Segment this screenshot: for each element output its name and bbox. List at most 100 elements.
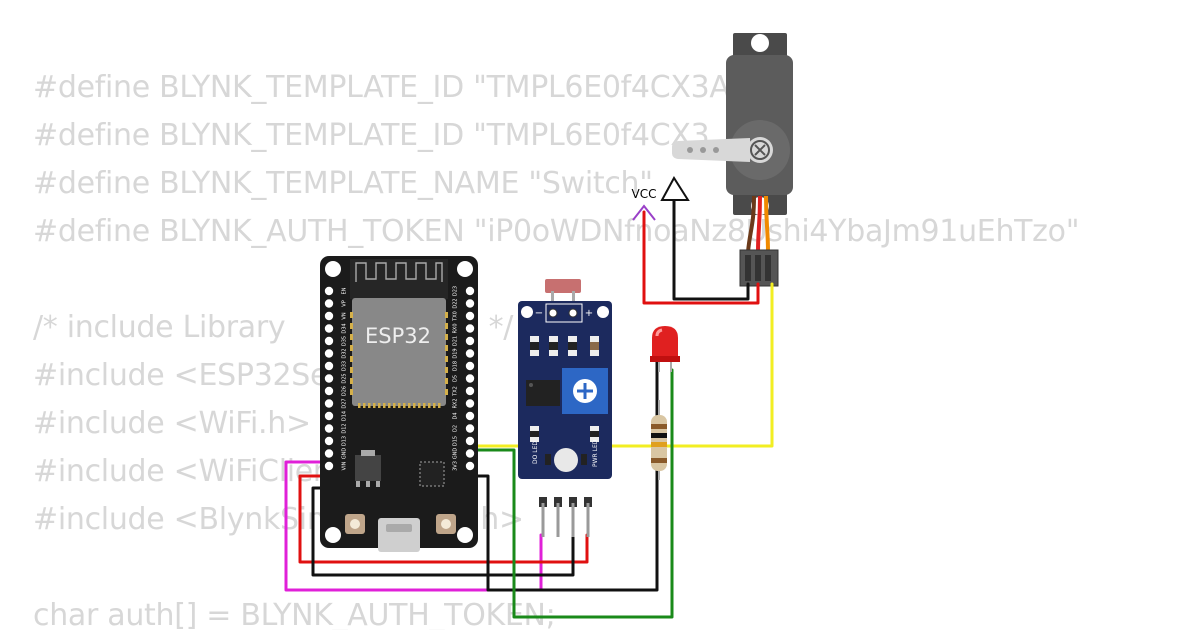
shield-pad <box>368 403 371 408</box>
esp32-pin-label: D35 <box>342 336 348 346</box>
esp32-pin-label: D27 <box>342 398 348 408</box>
esp32-chip-label: ESP32 <box>365 324 431 348</box>
shield-pad <box>433 403 436 408</box>
vcc-arrow-icon <box>632 204 656 221</box>
esp32-pin-3v3[interactable] <box>465 461 475 471</box>
shield-pad <box>350 345 353 351</box>
pwr-led-label: PWR LED <box>592 439 599 467</box>
esp32-pin-label: EN <box>342 287 348 294</box>
wire-green-led[interactable] <box>468 368 674 619</box>
shield-pad <box>350 323 353 329</box>
esp32-pin-d34[interactable] <box>324 324 334 333</box>
esp32-pin-vin[interactable] <box>324 461 334 471</box>
wire-red-servo-vcc[interactable] <box>642 210 760 305</box>
shield-pad <box>428 403 431 408</box>
resistor[interactable] <box>651 400 667 480</box>
shield-pad <box>363 403 366 408</box>
ldr-pin-vcc[interactable] <box>586 503 590 537</box>
servo-horn <box>672 138 750 162</box>
vcc-triangle-icon <box>660 176 690 201</box>
mount-hole <box>457 527 473 543</box>
esp32-pin-d23[interactable] <box>465 286 475 296</box>
wire-black-gnd[interactable] <box>311 486 575 577</box>
esp32-pin-d13[interactable] <box>324 436 334 446</box>
esp32-board[interactable]: ESP32 ENVPVND34D35D32D33D25D26D27D14D12D… <box>320 256 478 552</box>
esp32-pin-label: D2 <box>453 425 459 432</box>
esp32-pin-label: D19 <box>453 348 459 358</box>
esp32-pin-label: D33 <box>342 361 348 371</box>
wire-red-vcc[interactable] <box>298 474 589 564</box>
esp32-left-header: ENVPVND34D35D32D33D25D26D27D14D12D13GNDV… <box>324 286 348 471</box>
esp32-pin-d35[interactable] <box>324 336 334 346</box>
shield-pad <box>445 345 448 351</box>
ldr-pin-ao[interactable] <box>541 503 545 537</box>
esp32-pin-vn[interactable] <box>324 311 334 321</box>
esp32-pin-d25[interactable] <box>324 374 334 383</box>
shield-pad <box>445 323 448 329</box>
ldr-pin-do[interactable] <box>556 503 560 537</box>
mount-hole <box>325 527 341 543</box>
esp32-pin-d21[interactable] <box>465 336 475 346</box>
shield-pad <box>413 403 416 408</box>
esp32-pin-d15[interactable] <box>465 436 475 446</box>
ldr-pin-housing <box>539 497 547 507</box>
esp32-pin-label: D34 <box>342 323 348 333</box>
ldr-pin-housing <box>569 497 577 507</box>
esp32-pin-d2[interactable] <box>465 424 475 433</box>
shield-pad <box>445 389 448 395</box>
esp32-pin-label: D12 <box>342 423 348 433</box>
wire-black-servo-gnd[interactable] <box>672 198 750 301</box>
vcc-symbol: VCC <box>632 176 690 221</box>
pot-screw-icon <box>577 383 593 399</box>
red-led[interactable] <box>650 326 680 372</box>
ldr-pin-label: AO <box>540 483 547 492</box>
esp32-pin-vp[interactable] <box>324 299 334 308</box>
code-line: /* include Library */ <box>33 310 514 345</box>
esp32-pin-d22[interactable] <box>465 299 475 308</box>
servo-wire-red <box>756 195 762 253</box>
wire-magenta[interactable] <box>284 460 543 592</box>
esp32-pin-tx0[interactable] <box>465 311 475 321</box>
esp32-pin-d26[interactable] <box>324 386 334 396</box>
esp32-pin-rx2[interactable] <box>465 399 475 408</box>
esp32-pin-label: RX0 <box>453 323 459 333</box>
esp32-pin-label: 3V3 <box>453 461 459 471</box>
esp32-pin-label: D22 <box>453 298 459 308</box>
esp32-pin-tx2[interactable] <box>465 386 475 396</box>
ldr-pin-label: VCC <box>585 482 592 494</box>
esp32-pin-gnd[interactable] <box>324 449 334 458</box>
shield-pad <box>378 403 381 408</box>
esp32-pin-d12[interactable] <box>324 424 334 433</box>
ldr-pin-gnd[interactable] <box>571 503 575 537</box>
esp32-pin-d4[interactable] <box>465 411 475 421</box>
esp32-pin-d32[interactable] <box>324 349 334 358</box>
esp32-pin-d18[interactable] <box>465 361 475 371</box>
shield-pad <box>408 403 411 408</box>
esp32-pin-label: D23 <box>453 286 459 296</box>
shield-pad <box>403 403 406 408</box>
shield-pad <box>350 356 353 362</box>
esp32-pin-gnd[interactable] <box>465 449 475 458</box>
esp32-pin-d5[interactable] <box>465 374 475 383</box>
shield-pad <box>445 356 448 362</box>
esp32-pin-d19[interactable] <box>465 349 475 358</box>
servo-motor[interactable] <box>672 33 793 287</box>
shield-pad <box>350 312 353 318</box>
code-line: #define BLYNK_AUTH_TOKEN "iP0oWDNfnoaNz8… <box>33 214 1080 249</box>
esp32-pin-d27[interactable] <box>324 399 334 408</box>
esp32-pin-d14[interactable] <box>324 411 334 421</box>
plus-label: + <box>585 308 593 319</box>
esp32-pin-rx0[interactable] <box>465 324 475 333</box>
ldr-pin-housing <box>584 497 592 507</box>
shield-pad <box>388 403 391 408</box>
photoresistor <box>545 279 581 293</box>
shield-pad <box>438 403 441 408</box>
esp32-pin-d33[interactable] <box>324 361 334 371</box>
esp32-pin-en[interactable] <box>324 286 334 296</box>
wire-black-led-gnd[interactable] <box>468 360 659 592</box>
esp32-pin-label: GND <box>453 448 459 460</box>
code-line: #define BLYNK_TEMPLATE_NAME "Switch" <box>33 166 653 201</box>
